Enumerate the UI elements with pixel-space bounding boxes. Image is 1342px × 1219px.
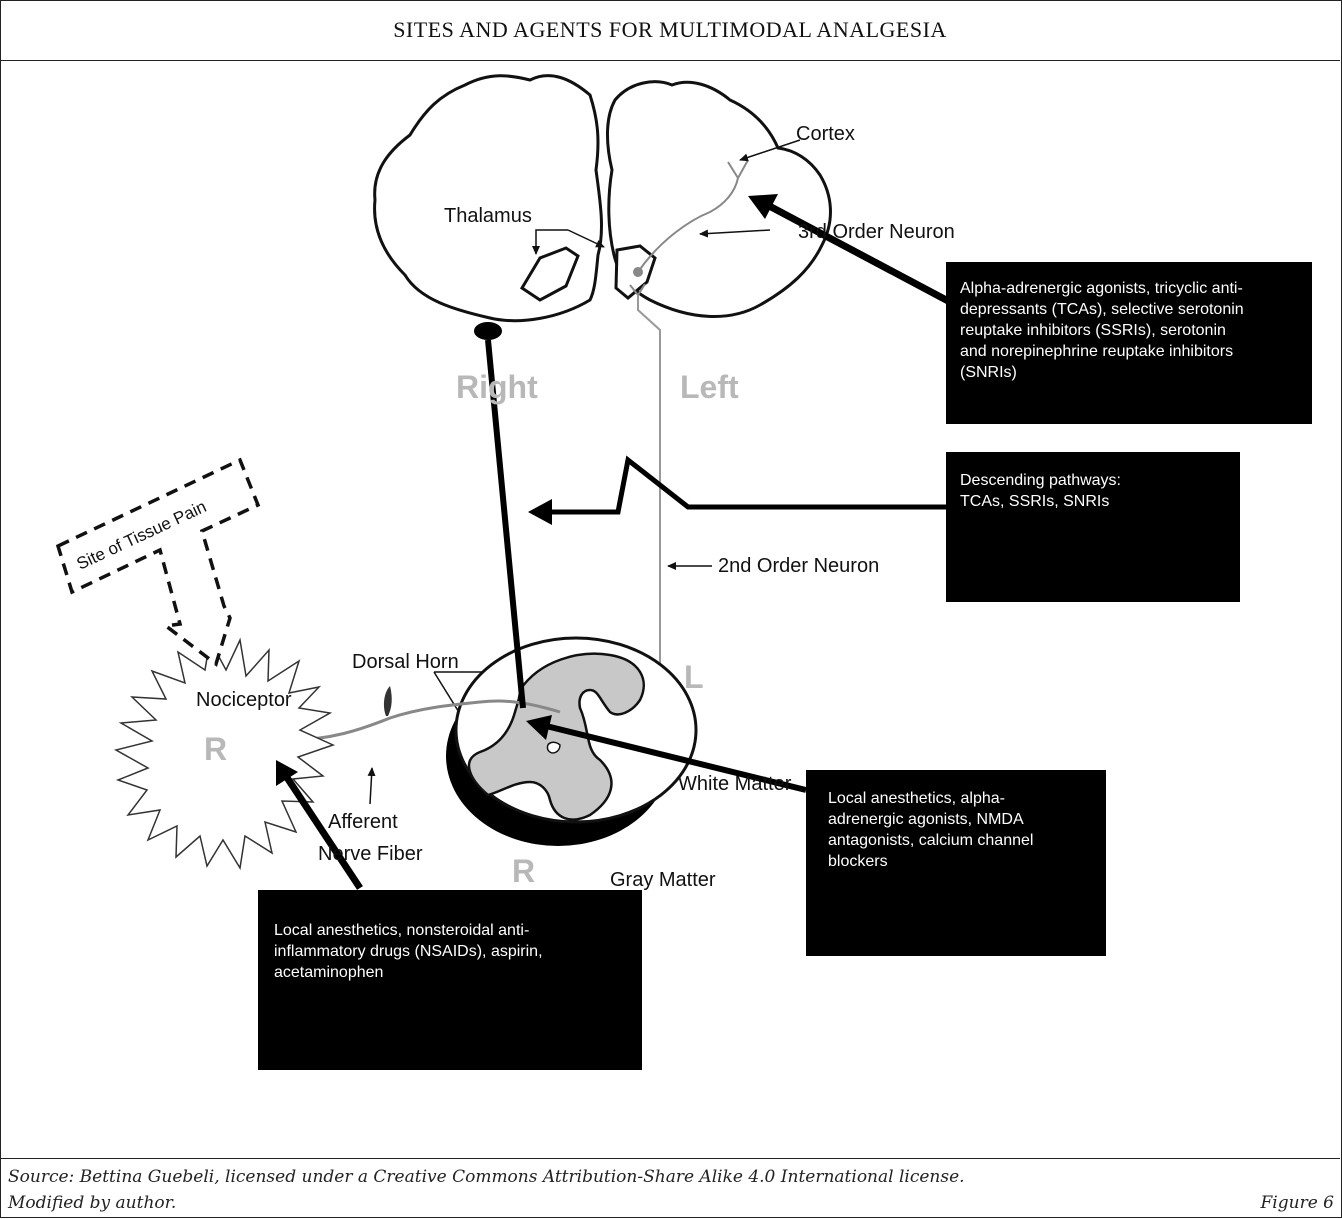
label-dorsal-horn: Dorsal Horn bbox=[352, 651, 459, 673]
label-cord-r: R bbox=[512, 853, 535, 889]
label-cortex: Cortex bbox=[796, 123, 855, 145]
label-right: Right bbox=[456, 369, 538, 405]
descending-pointer bbox=[540, 455, 946, 515]
label-left: Left bbox=[680, 369, 739, 405]
label-afferent: Afferent bbox=[328, 811, 398, 833]
peripheral-pointer bbox=[279, 768, 363, 890]
label-nociceptor: Nociceptor bbox=[196, 689, 292, 711]
thalamus-pointer bbox=[485, 339, 526, 709]
label-second-order-neuron: 2nd Order Neuron bbox=[718, 555, 879, 577]
figure-title: SITES AND AGENTS FOR MULTIMODAL ANALGESI… bbox=[393, 17, 947, 42]
label-third-order-neuron: 3rd Order Neuron bbox=[798, 221, 955, 243]
tissue-pain-callout bbox=[55, 457, 261, 667]
afferent-nerve-fiber bbox=[289, 699, 561, 742]
descending-agents-box: Descending pathways: TCAs, SSRIs, SNRIs bbox=[946, 452, 1240, 602]
spinal-agents-box: Local anesthetics, alpha- adrenergic ago… bbox=[806, 770, 1106, 956]
label-thalamus: Thalamus bbox=[444, 205, 532, 227]
peripheral-agents-box: Local anesthetics, nonsteroidal anti- in… bbox=[258, 890, 642, 1070]
label-gray-matter: Gray Matter bbox=[610, 869, 716, 891]
gray-matter-shape bbox=[467, 652, 645, 821]
figure-number: Figure 6 bbox=[1260, 1193, 1334, 1213]
thalamus-right-shape bbox=[519, 246, 580, 302]
brain-left-hemisphere bbox=[605, 80, 832, 318]
brain-agents-box: Alpha-adrenergic agonists, tricyclic ant… bbox=[946, 262, 1312, 424]
tissue-pain-starburst bbox=[113, 637, 336, 871]
label-r-tissue: R bbox=[204, 731, 227, 767]
third-order-neuron bbox=[637, 177, 739, 273]
title-bar: SITES AND AGENTS FOR MULTIMODAL ANALGESI… bbox=[0, 0, 1340, 61]
brain-pointer bbox=[756, 196, 952, 306]
spinal-pointer bbox=[537, 721, 807, 793]
spinal-cord-section bbox=[446, 636, 698, 846]
source-credit: Source: Bettina Guebeli, licensed under … bbox=[8, 1167, 965, 1187]
label-cord-l: L bbox=[684, 659, 704, 695]
source-modified: Modified by author. bbox=[8, 1193, 177, 1213]
label-white-matter: White Matter bbox=[678, 773, 792, 795]
figure-footer: Source: Bettina Guebeli, licensed under … bbox=[0, 1158, 1340, 1219]
label-nerve-fiber: Nerve Fiber bbox=[318, 843, 423, 865]
analgesia-diagram: Cortex Thalamus 3rd Order Neuron Right L… bbox=[55, 74, 955, 891]
